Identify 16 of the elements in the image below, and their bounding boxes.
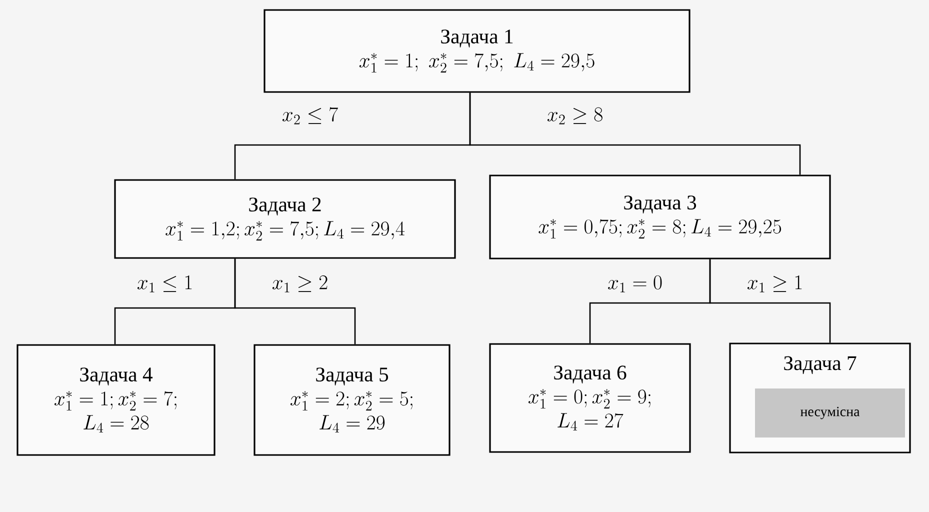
status-box: несумісна	[755, 388, 905, 438]
edge-label: $x_1 \le 1$	[137, 275, 192, 292]
task-box: Задача 4 $x_1^{*} = 1; x_2^{*} = 7;$ $L_4 = 28$	[16, 344, 216, 456]
edge-label: $x_2 \le 7$	[282, 107, 338, 124]
edge-label: $x_2 \ge 8$	[547, 107, 602, 124]
edge-label: $x_1 \ge 2$	[272, 275, 328, 292]
task-box: Задача 3 $x_1^{*} = 0{,}75; x_2^{*} = 8; L_4 = 29{,}25$	[489, 174, 831, 260]
connector-line	[469, 92, 801, 175]
connector-line	[234, 258, 356, 344]
task-box: Задача 6 $x_1^{*} = 0; x_2^{*} = 9;$ $L_4 = 27$	[489, 343, 691, 453]
task-box: Задача 1 $x_1^{*} = 1;\; x_2^{*} = 7{,}5;\; L_4 = 29{,}5$	[264, 9, 690, 93]
task-box: Задача 2 $x_1^{*} = 1{,}2; x_2^{*} = 7{,}5; L_4 = 29{,}4$	[114, 179, 456, 259]
edge-label: $x_1 = 0$	[608, 275, 662, 292]
edge-label: $x_1 \ge 1$	[747, 275, 802, 292]
connector-line	[709, 259, 831, 343]
task-box: Задача 5 $x_1^{*} = 2; x_2^{*} = 5;$ $L_4 = 29$	[254, 344, 450, 456]
